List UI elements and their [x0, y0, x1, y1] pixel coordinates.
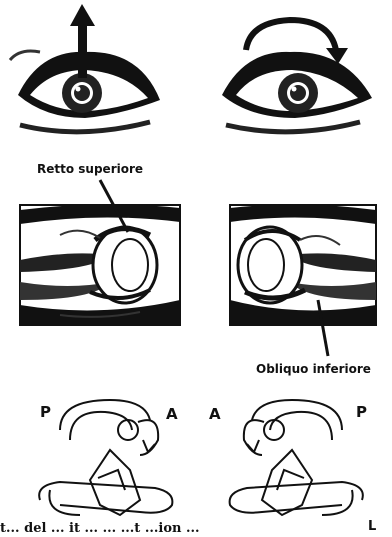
label-p-left: P	[40, 403, 51, 421]
label-obliquo-inferiore: Obliquo inferiore	[256, 362, 371, 376]
orbit-anatomy-right	[230, 204, 376, 325]
orbit-anatomy-left	[20, 204, 180, 325]
muscle-schematic-right	[230, 400, 363, 515]
muscle-schematic-left	[39, 400, 172, 515]
figure-caption: t... del ... it ... ... ...t ...ion ...	[0, 521, 200, 536]
label-p-right: P	[356, 403, 367, 421]
label-a-left: A	[166, 405, 178, 423]
label-l-right: L	[368, 519, 376, 534]
label-a-right: A	[209, 405, 221, 423]
label-retto-superiore: Retto superiore	[37, 162, 143, 176]
eye-rotating-right	[222, 52, 372, 132]
